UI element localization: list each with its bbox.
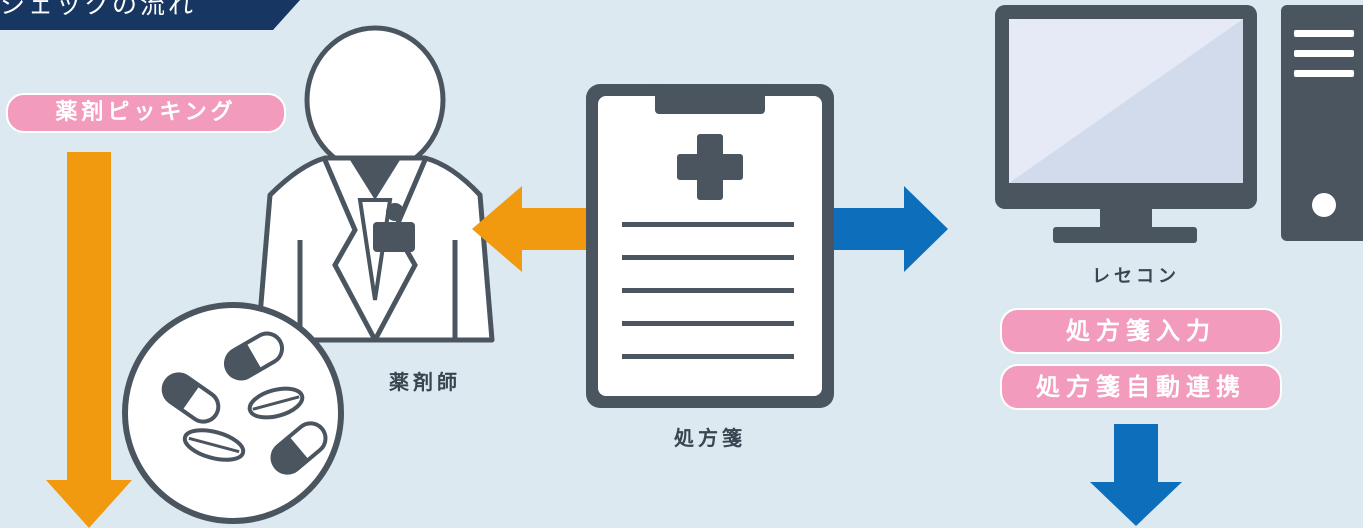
prescription-auto-link-pill: 処方箋自動連携	[1000, 364, 1282, 410]
prescription-label: 処方箋	[674, 426, 746, 450]
prescription-clipboard-icon	[586, 84, 834, 408]
section-title: シェックの流れ	[0, 0, 197, 19]
pharmacist-label: 薬剤師	[389, 370, 461, 394]
receipt-computer-label: レセコン	[1092, 266, 1180, 287]
receipt-computer-icon	[995, 5, 1363, 243]
picking-pill: 薬剤ピッキング	[6, 93, 286, 133]
receipt-down-arrow	[1090, 424, 1182, 526]
prescription-input-pill: 処方箋入力	[1000, 308, 1282, 354]
pills-icon	[122, 302, 344, 524]
section-title-banner: シェックの流れ	[0, 0, 300, 30]
to-pharmacist-arrow	[472, 186, 588, 272]
picking-down-arrow	[46, 152, 132, 528]
to-receipt-computer-arrow	[832, 186, 948, 272]
pharmacist-icon	[255, 25, 495, 343]
